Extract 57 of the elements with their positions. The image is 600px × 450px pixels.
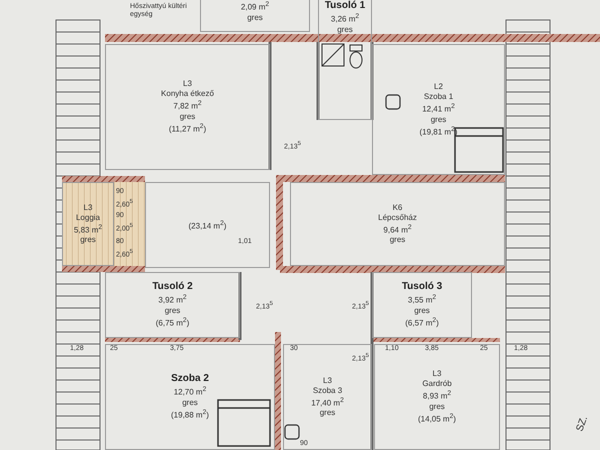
floor-material: 2,09 m$^{2}$ [240,0,270,13]
floor-material: gres [337,24,353,35]
floor-material: gres [414,306,430,316]
room-outline [290,182,505,266]
area-value: 3,55 m$^{2}$ [408,293,436,306]
net-area-value: gres [247,12,263,23]
room-outline [318,0,372,120]
room-code: gres [390,235,406,246]
floor-material: 7,82 m$^{2}$ [173,99,202,112]
area-value: L3 [323,376,332,386]
room-code: L3 [84,202,92,213]
net-area-value: 9,64 m$^{2}$ [383,222,412,236]
room-name: Tusoló 2 [152,281,193,294]
floor-material: 12,41 m$^{2}$ [422,102,455,114]
room-code: (14,05 m$^{2}$) [418,412,456,425]
floor-material: 8,93 m$^{2}$ [422,389,452,402]
area-value: 3,26 m$^{2}$ [330,12,360,25]
room-code: (11,27 m$^{2}$) [168,122,206,135]
room-outline [145,182,270,268]
room-code: L3 [183,79,192,90]
area-value: Gardrób [422,379,452,390]
area-value: 3,92 m$^{2}$ [158,293,187,306]
area-value: Szoba 1 [424,92,454,102]
room-outline [372,44,505,175]
room-outline [200,0,310,32]
floor-material: gres [164,306,180,316]
room-outline [105,272,240,338]
floor-material: gres [182,398,198,408]
area-value: K6 [392,202,402,213]
area-value: Loggia [76,212,100,223]
floor-material: 5,83 m$^{2}$ [74,222,102,236]
room-outline [283,344,372,450]
room-outline [105,344,275,450]
room-code: L3 [432,369,442,380]
net-area-value: (23,14 m$^{2}$) [188,218,226,232]
floor-material: Szoba 3 [312,386,342,396]
net-area-value: gres [430,114,446,124]
room-outline [105,44,270,170]
room-name: Tusoló 1 [324,0,366,12]
room-outline [374,344,500,450]
net-area-value: 17,40 m$^{2}$ [311,396,344,408]
net-area-value: (19,88 m$^{2}$) [171,408,209,421]
net-area-value: (6,57 m$^{2}$) [405,316,439,329]
net-area-value: (6,75 m$^{2}$) [156,316,190,329]
area-value: Konyha étkező [161,89,214,100]
dimension-label: SZ. [576,415,590,433]
room-code: gres [320,408,336,418]
room-outline [62,182,114,266]
floor-material: Lépcsőház [378,212,417,223]
room-outline [372,272,472,338]
area-value: 12,70 m$^{2}$ [174,385,206,398]
net-area-value: gres [429,402,445,412]
room-code: L2 [434,82,443,92]
net-area-value: gres [180,112,196,122]
room-name: Tusoló 3 [402,281,442,294]
room-name: Szoba 2 [171,373,209,386]
net-area-value: gres [80,235,96,246]
